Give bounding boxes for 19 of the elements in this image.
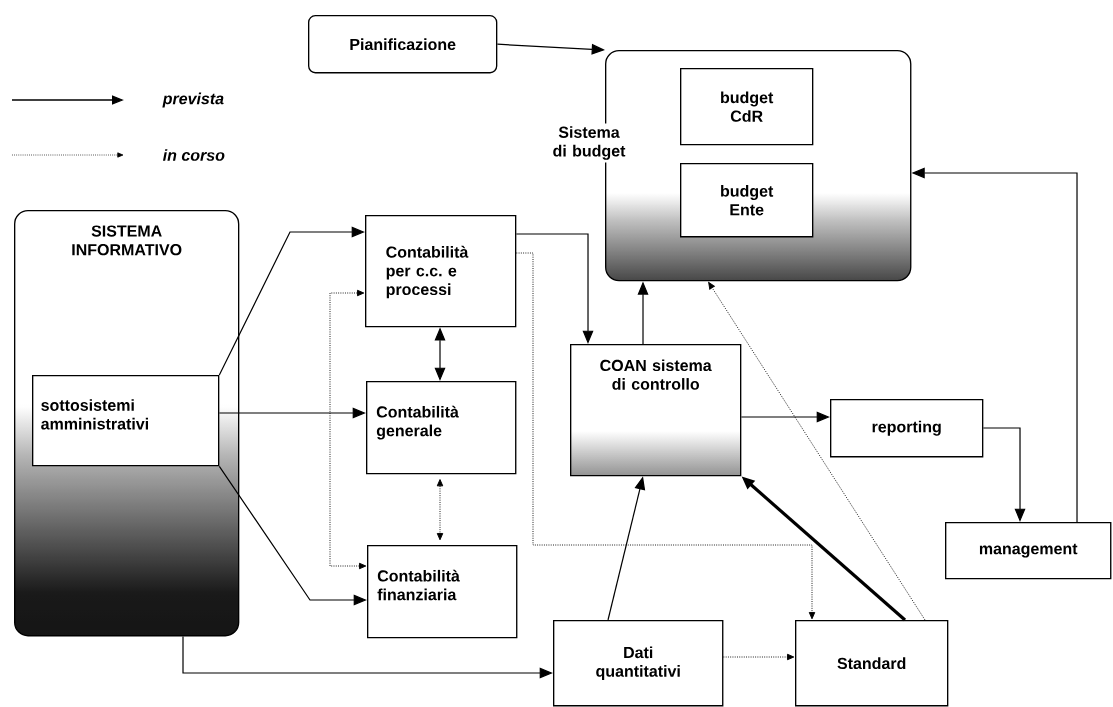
system-box: COAN sistema di controllo [570,344,742,477]
process-box: sottosistemi amministrativi [32,375,220,467]
legend-label: prevista [162,92,224,108]
process-box: budget Ente [680,163,814,238]
rounded-box: Pianificazione [308,15,498,74]
process-box: budget CdR [680,68,814,146]
process-box: Dati quantitativi [553,620,724,707]
arrow [708,281,926,621]
arrow [722,653,795,661]
arrow [329,289,367,570]
process-box: management [945,522,1112,580]
arrow [436,479,444,541]
arrow [515,252,816,620]
process-box: reporting [830,399,984,458]
legend-label: in corso [163,149,225,161]
process-box: Contabilità per c.c. e processi [365,215,517,328]
process-box: Standard [795,620,949,707]
process-box: Contabilità generale [366,381,517,475]
process-box: Contabilità finanziaria [367,545,518,639]
